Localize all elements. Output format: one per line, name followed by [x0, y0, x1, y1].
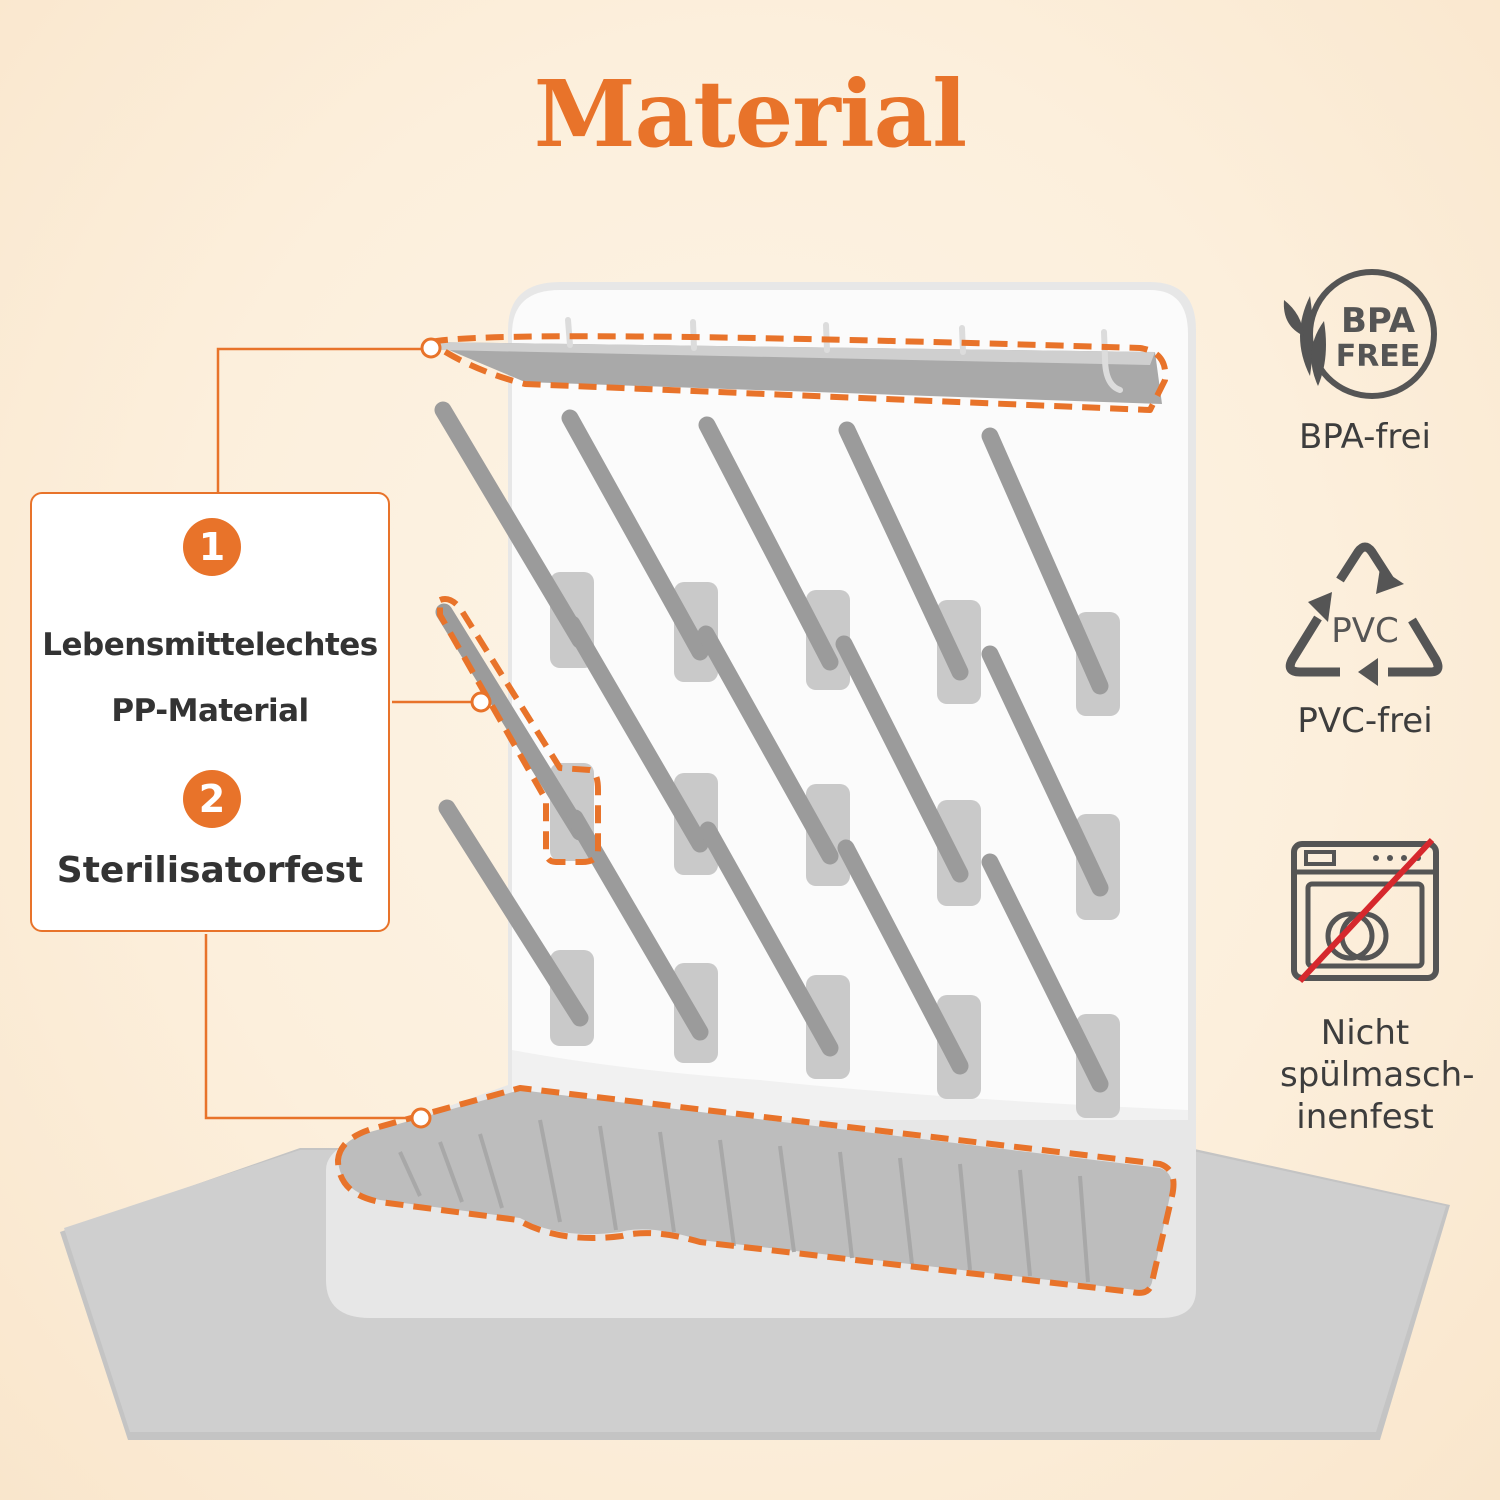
- page-title: Material: [533, 60, 967, 168]
- bpa-free-icon: BPA FREE: [1283, 269, 1437, 399]
- feature-number-badge: 1: [183, 518, 241, 576]
- pvc-recycle-icon: PVC: [1285, 542, 1443, 686]
- peg-highlight: [437, 596, 601, 865]
- tray-highlight: [335, 1085, 1177, 1296]
- dishwasher-badge: Nicht spülmasch- inenfest: [1280, 836, 1475, 1138]
- feature-sterilizer-text: Sterilisatorfest: [56, 850, 364, 891]
- feature-number-badge: 2: [183, 770, 241, 828]
- dishwasher-label-line: Nicht: [1320, 1013, 1410, 1053]
- dishwasher-label-line: inenfest: [1296, 1097, 1434, 1137]
- feature-line: PP-Material: [111, 693, 309, 729]
- feature-food-safe-text: Lebensmittelechtes PP-Material: [32, 612, 388, 744]
- feature-line: Lebensmittelechtes: [42, 627, 378, 663]
- pvc-logo-text: PVC: [1331, 611, 1399, 651]
- feature-callout-box: 1 Lebensmittelechtes PP-Material 2 Steri…: [30, 492, 390, 932]
- drip-tray: [338, 1090, 1172, 1291]
- pvc-free-label: PVC-frei: [1297, 701, 1433, 741]
- connector-dot-bottom: [410, 1107, 432, 1129]
- bpa-free-label: BPA-frei: [1299, 417, 1431, 457]
- bpa-logo-line1: BPA: [1341, 301, 1416, 341]
- bpa-free-badge: BPA FREE BPA-frei: [1280, 266, 1450, 458]
- prohibition-slash: [1297, 837, 1435, 984]
- pvc-free-badge: PVC PVC-frei: [1280, 540, 1450, 742]
- top-shelf-highlight: [427, 333, 1169, 413]
- dishwasher-label-line: spülmasch-: [1280, 1055, 1475, 1095]
- dishwasher-label: Nicht spülmasch- inenfest: [1280, 1012, 1475, 1138]
- no-dishwasher-icon: [1291, 837, 1439, 984]
- connector-dot-top: [420, 337, 442, 359]
- bpa-logo-line2: FREE: [1336, 339, 1421, 374]
- connector-dot-middle: [470, 691, 492, 713]
